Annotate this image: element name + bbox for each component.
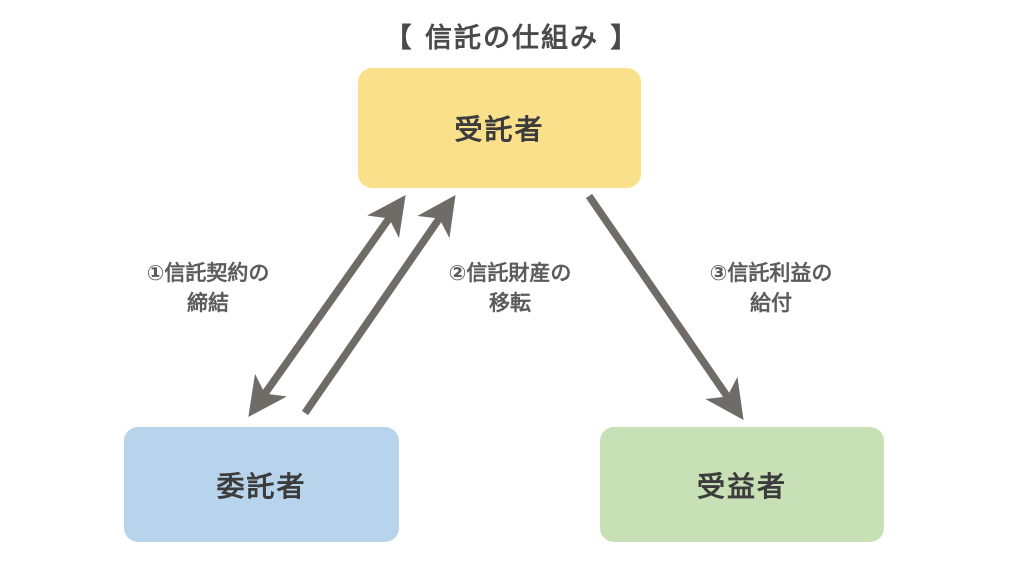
arrow-settlor-trustee-property [301,194,456,416]
arrow-settlor-trustee-contract [248,195,406,417]
page-title: 【 信託の仕組み 】 [384,23,640,54]
arrow-trustee-beneficiary-benefit [585,193,744,421]
node-beneficiary[interactable]: 受益者 [600,427,884,542]
node-trustee-label: 受託者 [454,113,545,146]
node-settlor-label: 委託者 [216,469,307,503]
edge-label-property-transfer: ②信託財産の 移転 [448,261,572,316]
node-trustee[interactable]: 受託者 [358,68,641,188]
edge-label-contract: ①信託契約の 締結 [146,261,270,316]
node-beneficiary-label: 受益者 [696,469,787,503]
node-settlor[interactable]: 委託者 [124,427,399,542]
edge-label-benefit-payment: ③信託利益の 給付 [709,261,833,316]
